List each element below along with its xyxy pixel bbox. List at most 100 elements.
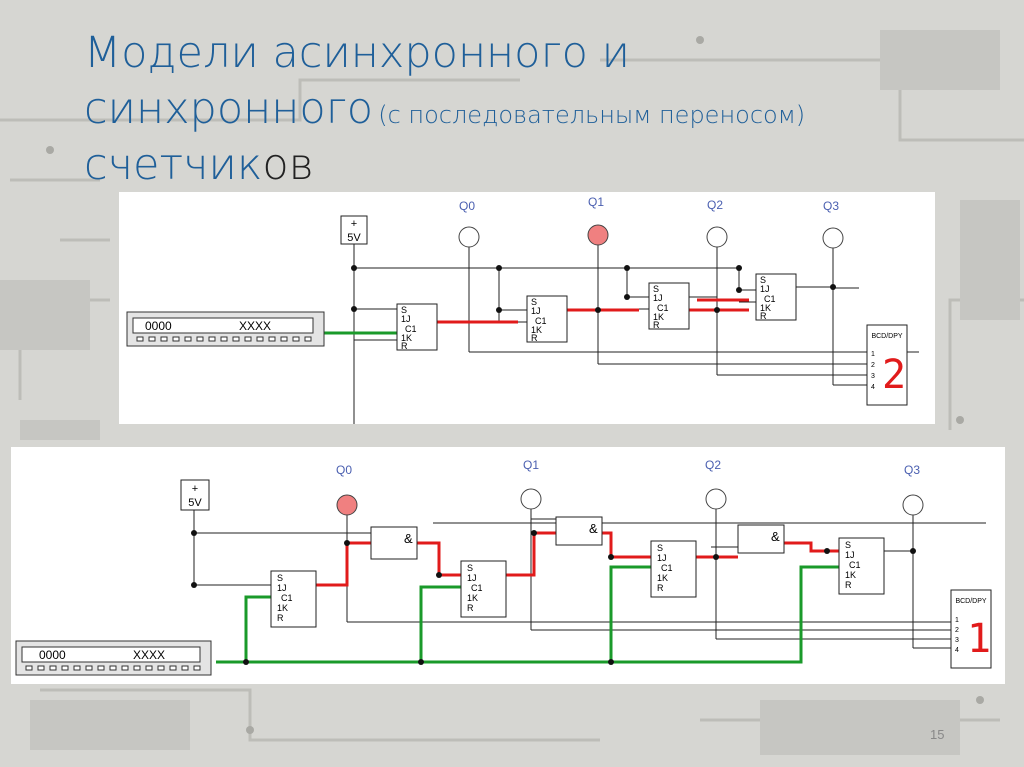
svg-text:1K: 1K [277,603,288,613]
svg-text:3: 3 [871,373,875,380]
svg-text:1: 1 [871,351,875,358]
slide-title: Модели асинхронного и синхронного (с пос… [84,26,984,194]
svg-text:&: & [404,531,413,546]
svg-text:S: S [277,573,283,583]
svg-text:1J: 1J [653,293,663,303]
svg-text:R: R [653,320,660,330]
probe-q0: Q0 [336,463,358,516]
probe-q1-label: Q1 [588,195,604,209]
svg-text:C1: C1 [849,560,861,570]
svg-text:1J: 1J [760,284,770,294]
and-gate-1: & [370,526,418,560]
svg-text:R: R [531,333,538,343]
probe-q3: Q3 [902,463,924,516]
svg-text:S: S [760,275,766,285]
probe-q3-label: Q3 [904,463,920,477]
svg-text:C1: C1 [657,303,669,313]
svg-text:1J: 1J [845,550,855,560]
svg-text:R: R [657,583,664,593]
svg-text:S: S [531,297,537,307]
word-generator[interactable]: 0000 XXXX [126,311,325,347]
bcd-display: BCD/DPY 12 34 2 [866,324,908,406]
svg-text:2: 2 [871,362,875,369]
svg-text:1K: 1K [531,325,542,335]
generator-value-right: XXXX [239,319,271,333]
svg-text:1: 1 [955,617,959,624]
bcd-display: BCD/DPY 12 34 1 [950,589,992,669]
probe-q1: Q1 [520,458,542,510]
probe-q0-label: Q0 [459,199,475,213]
title-line-2: синхронного [84,83,374,134]
title-line-3: счетчик [84,139,263,190]
power-supply [180,479,210,511]
svg-text:4: 4 [871,384,875,391]
display-header: BCD/DPY [955,598,986,605]
display-digit: 1 [967,616,991,662]
svg-text:R: R [845,580,852,590]
probe-q2: Q2 [705,458,727,510]
title-line-1: Модели асинхронного и [84,28,630,78]
svg-text:R: R [401,341,408,351]
supply-plus: + [192,483,198,495]
svg-text:R: R [277,613,284,623]
svg-text:1K: 1K [467,593,478,603]
svg-text:R: R [467,603,474,613]
svg-text:1J: 1J [277,583,287,593]
probe-q1-label: Q1 [523,458,539,472]
svg-text:1K: 1K [657,573,668,583]
svg-text:3: 3 [955,637,959,644]
svg-text:R: R [760,311,767,321]
svg-text:&: & [771,529,780,544]
supply-voltage: 5V [188,497,202,509]
title-parenthetical: (с последовательным переносом) [378,100,806,129]
supply-voltage: 5V [347,232,361,244]
svg-text:1J: 1J [657,553,667,563]
and-gate-3: & [737,524,785,554]
svg-text:S: S [467,563,473,573]
svg-text:C1: C1 [405,324,417,334]
svg-text:1K: 1K [401,333,412,343]
probe-q3-label: Q3 [823,199,839,213]
display-digit: 2 [882,352,906,398]
svg-text:S: S [401,305,407,315]
svg-text:1K: 1K [845,570,856,580]
svg-text:1J: 1J [531,306,541,316]
svg-text:1J: 1J [401,314,411,324]
display-header: BCD/DPY [871,333,902,340]
and-gate-2: & [555,516,603,546]
word-generator[interactable]: 0000 XXXX [15,640,212,676]
supply-plus: + [351,218,357,230]
svg-text:C1: C1 [471,583,483,593]
svg-text:S: S [653,284,659,294]
probe-q3: Q3 [822,199,844,249]
power-supply [340,215,368,245]
svg-text:2: 2 [955,627,959,634]
svg-text:C1: C1 [281,593,293,603]
generator-value-right: XXXX [133,648,165,662]
page-number: 15 [930,727,945,742]
probe-q2-label: Q2 [705,458,721,472]
probe-q1: Q1 [587,195,609,246]
svg-text:1K: 1K [760,303,771,313]
generator-value-left: 0000 [39,648,66,662]
svg-text:S: S [657,543,663,553]
probe-q0: Q0 [458,199,480,248]
svg-text:C1: C1 [764,294,776,304]
probe-q2-label: Q2 [707,198,723,212]
svg-text:S: S [845,540,851,550]
svg-text:1K: 1K [653,312,664,322]
title-line-3-suffix: ов [262,139,314,190]
svg-text:1J: 1J [467,573,477,583]
svg-text:&: & [589,521,598,536]
svg-text:C1: C1 [661,563,673,573]
generator-value-left: 0000 [145,319,172,333]
